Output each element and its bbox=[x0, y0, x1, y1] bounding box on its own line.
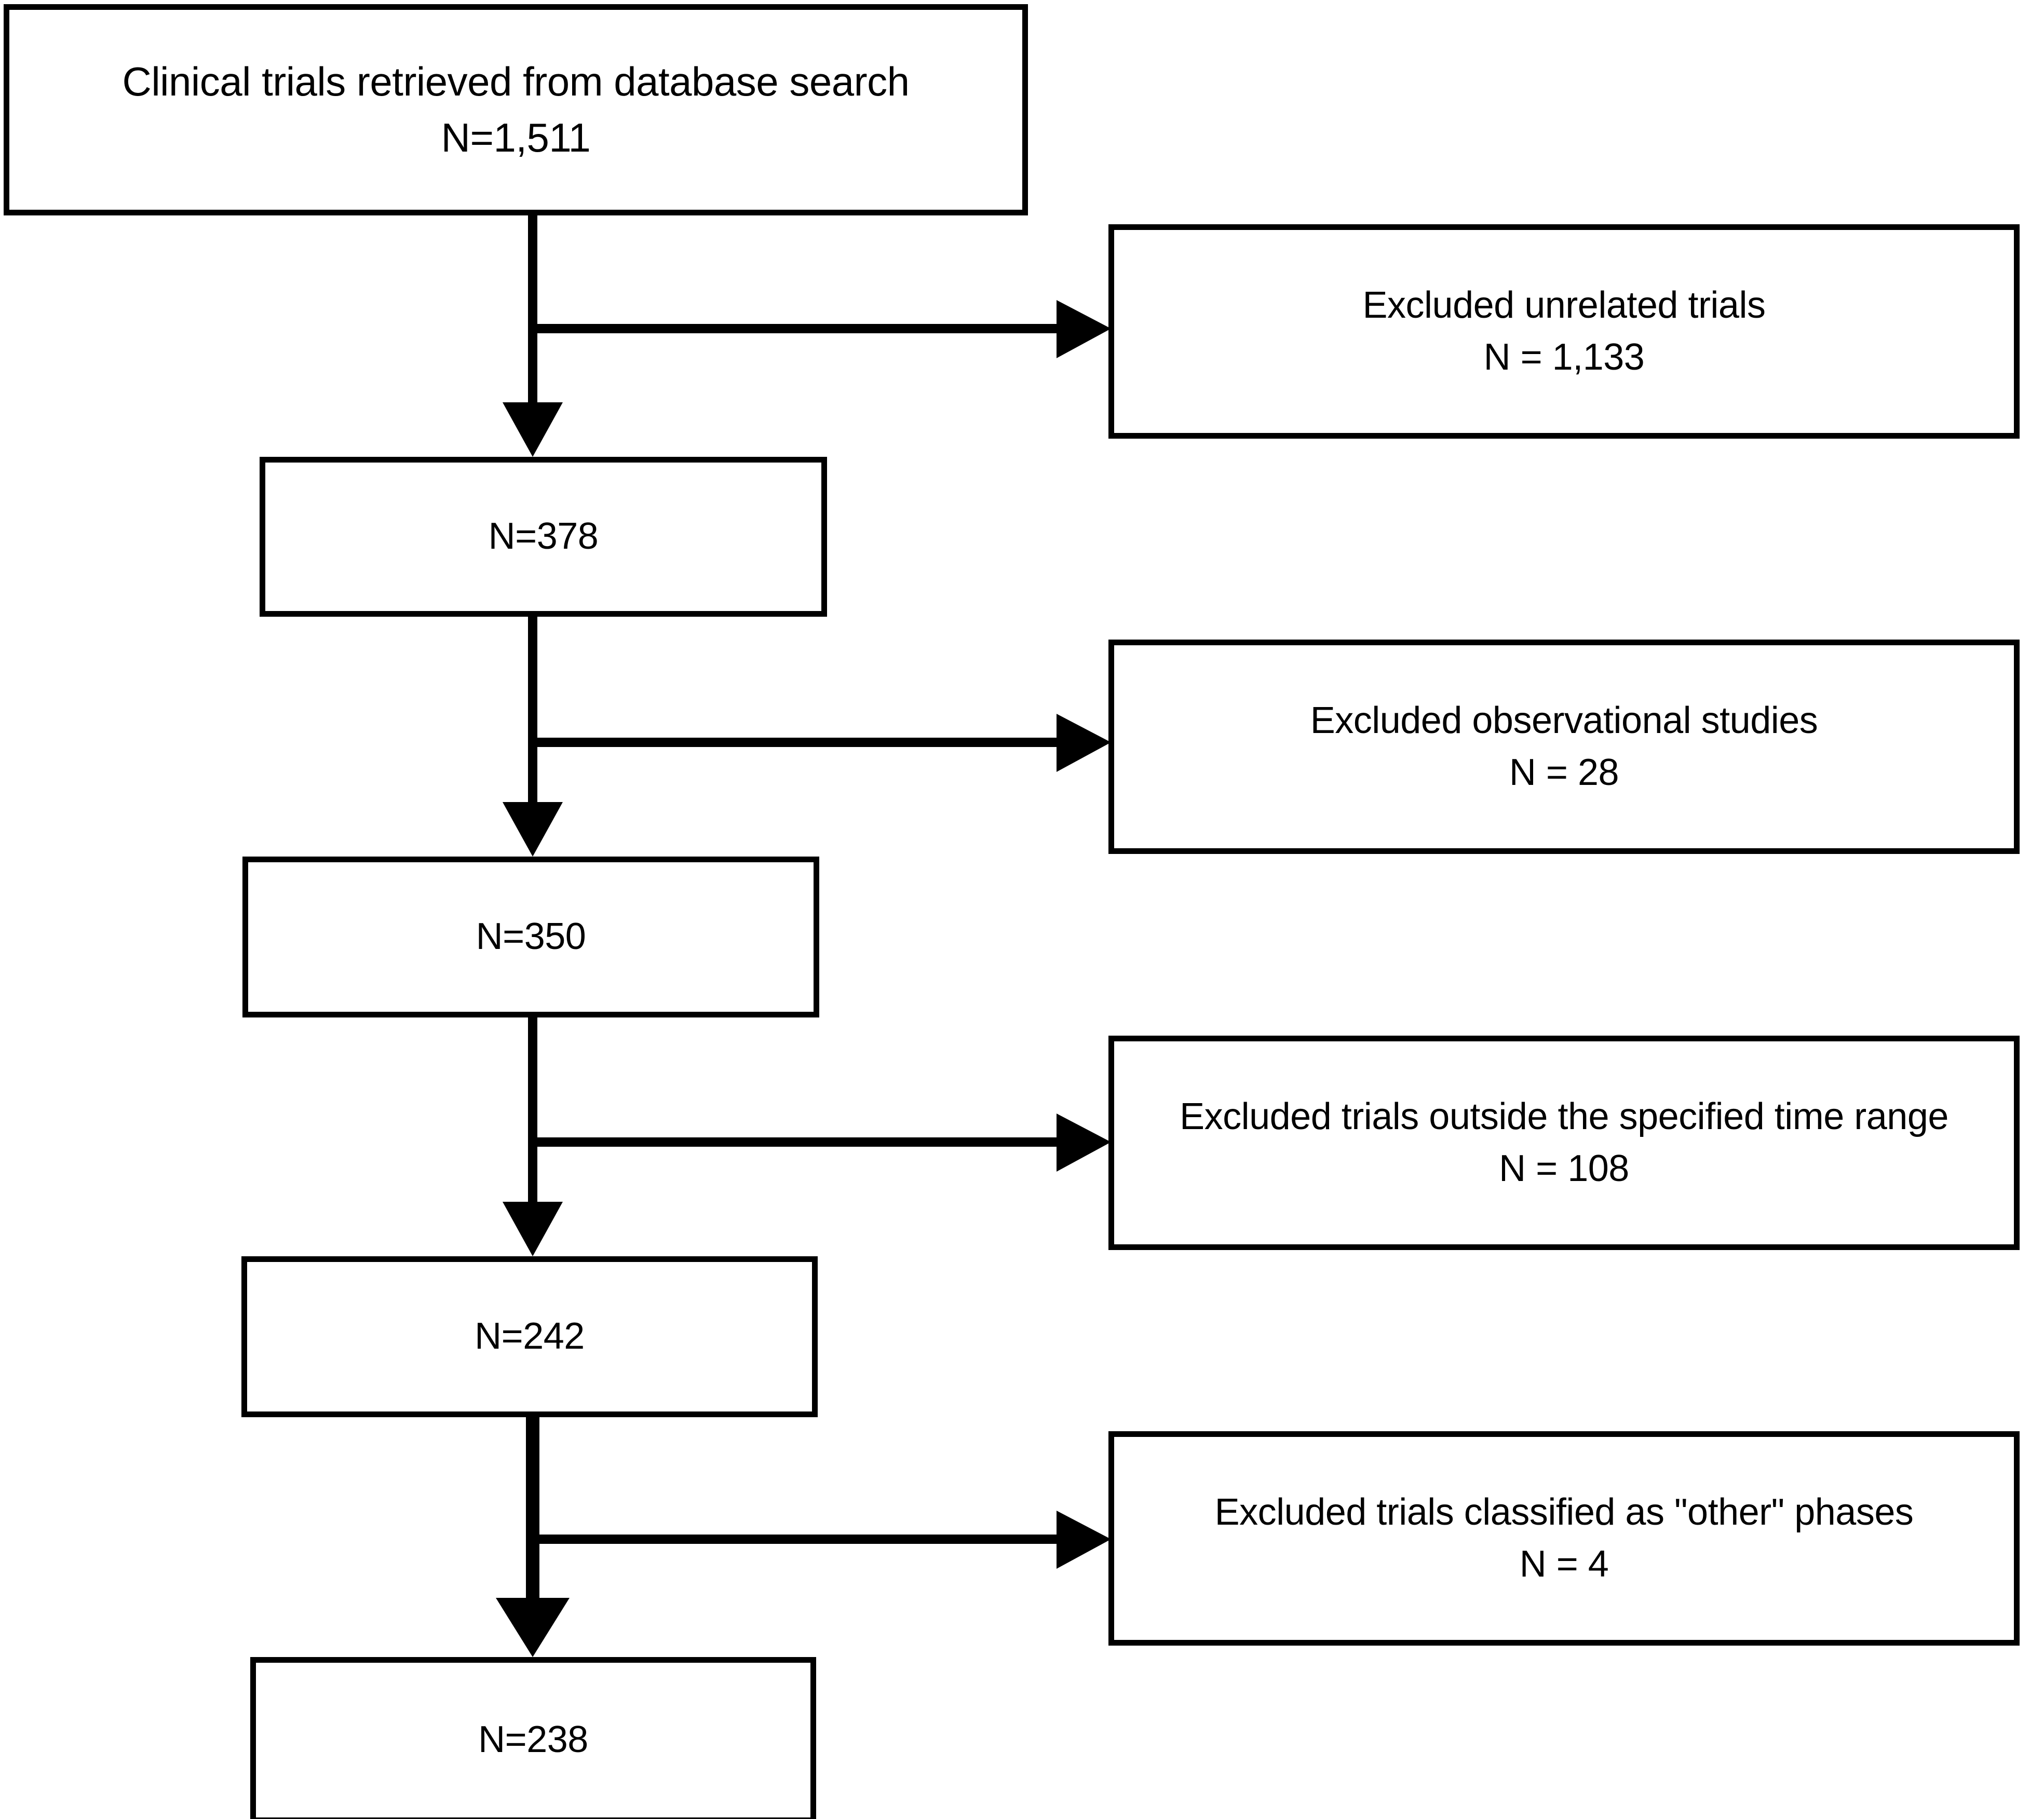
node-final-included[interactable]: N=238 bbox=[250, 1657, 816, 1819]
node-line-count: N=350 bbox=[476, 916, 586, 958]
node-line-count: N = 108 bbox=[1499, 1147, 1629, 1189]
node-line-count: N=1,511 bbox=[441, 114, 591, 160]
connector-branch-4 bbox=[533, 1511, 1111, 1569]
node-excluded-unrelated[interactable]: Excluded unrelated trials N = 1,133 bbox=[1108, 224, 2020, 439]
connector-down-1 bbox=[503, 215, 563, 457]
connector-down-4 bbox=[496, 1417, 570, 1657]
node-excluded-observational[interactable]: Excluded observational studies N = 28 bbox=[1108, 640, 2020, 854]
connector-branch-3 bbox=[533, 1114, 1111, 1172]
node-line-reason: Excluded unrelated trials bbox=[1362, 284, 1766, 327]
node-line-count: N = 1,133 bbox=[1483, 336, 1645, 378]
node-line-count: N = 4 bbox=[1519, 1543, 1609, 1585]
node-line-count: N=378 bbox=[488, 515, 599, 558]
node-line-reason: Excluded observational studies bbox=[1310, 700, 1818, 742]
node-line-reason: Excluded trials outside the specified ti… bbox=[1180, 1096, 1948, 1138]
node-line-count: N=238 bbox=[478, 1719, 588, 1761]
node-clinical-trials-retrieved[interactable]: Clinical trials retrieved from database … bbox=[4, 4, 1028, 215]
node-line-count: N = 28 bbox=[1509, 751, 1619, 793]
node-after-observational[interactable]: N=350 bbox=[242, 857, 819, 1017]
node-line-title: Clinical trials retrieved from database … bbox=[122, 58, 910, 104]
node-line-reason: Excluded trials classified as "other" ph… bbox=[1214, 1491, 1914, 1533]
connector-branch-2 bbox=[533, 714, 1111, 772]
node-after-unrelated[interactable]: N=378 bbox=[260, 457, 827, 617]
connector-down-3 bbox=[503, 1017, 563, 1256]
connector-branch-1 bbox=[533, 300, 1111, 358]
connector-down-2 bbox=[503, 617, 563, 857]
node-line-count: N=242 bbox=[475, 1315, 585, 1358]
node-excluded-timerange[interactable]: Excluded trials outside the specified ti… bbox=[1108, 1036, 2020, 1250]
node-after-timerange[interactable]: N=242 bbox=[241, 1256, 818, 1417]
node-excluded-other-phases[interactable]: Excluded trials classified as "other" ph… bbox=[1108, 1431, 2020, 1646]
